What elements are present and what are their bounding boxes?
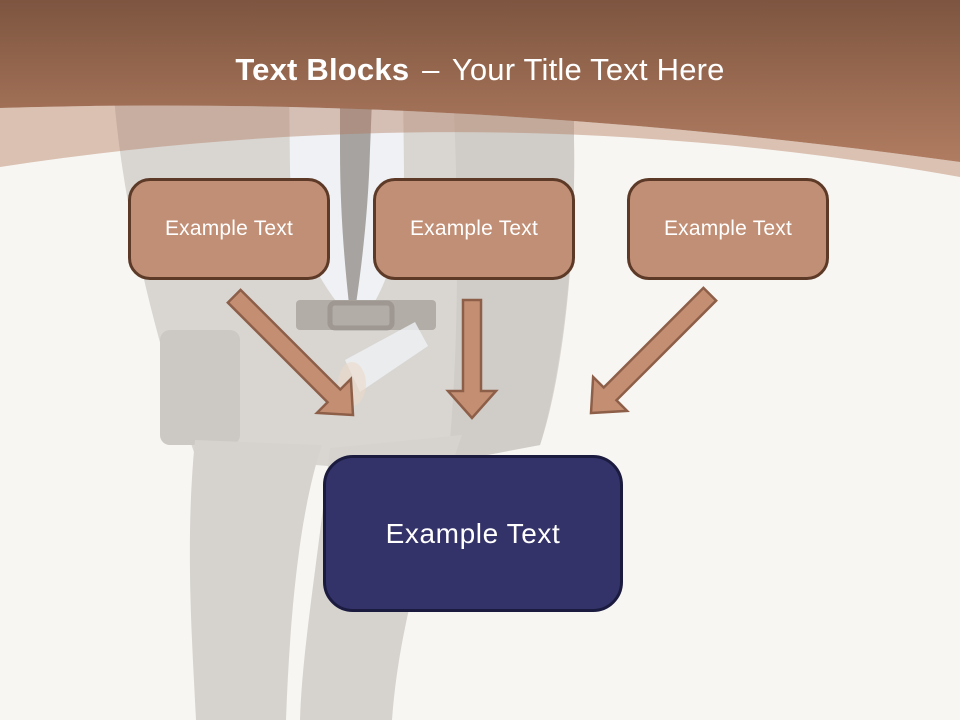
shirt-cuff-silhouette [345, 322, 428, 392]
arrow-down-left-icon[interactable] [574, 277, 727, 430]
title-rest: Your Title Text Here [451, 52, 725, 87]
header-curve-banner [0, 0, 960, 177]
source-text-block-3-label: Example Text [663, 217, 793, 240]
target-text-block[interactable]: Example Text [323, 455, 623, 612]
belt-buckle-silhouette [327, 300, 395, 331]
header-accent-band [0, 105, 960, 177]
target-text-block-label: Example Text [385, 517, 561, 549]
source-text-block-3[interactable]: Example Text [627, 178, 829, 280]
title-separator: – [422, 52, 440, 87]
title-emphasis: Text Blocks [235, 52, 410, 87]
left-leg-silhouette [189, 440, 322, 720]
briefcase-silhouette [160, 330, 240, 445]
source-text-block-1-label: Example Text [164, 217, 294, 240]
header-gradient-shape [0, 0, 960, 162]
slide-title[interactable]: Text Blocks – Your Title Text Here [0, 52, 960, 88]
arrow-down-right-icon[interactable] [217, 279, 370, 432]
source-text-block-2-label: Example Text [409, 217, 539, 240]
arrow-down-icon[interactable] [445, 298, 499, 420]
source-text-block-2[interactable]: Example Text [373, 178, 575, 280]
source-text-block-1[interactable]: Example Text [128, 178, 330, 280]
